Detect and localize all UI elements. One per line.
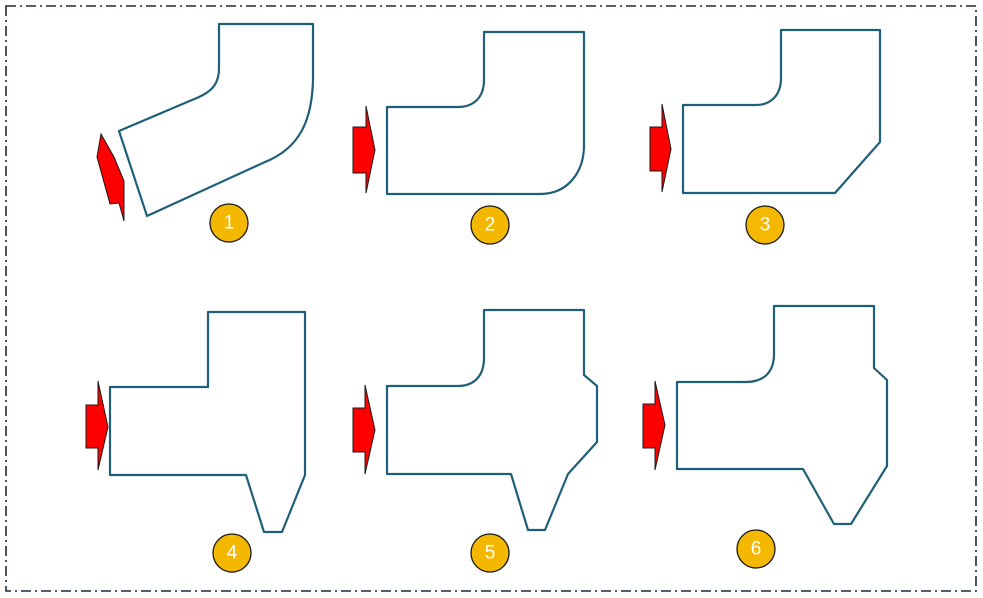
badge-3-label: 3 bbox=[760, 215, 771, 236]
arrow-6-icon bbox=[642, 380, 666, 471]
badge-4: 4 bbox=[212, 533, 252, 573]
shape-6: 6 bbox=[642, 304, 889, 569]
badge-4-circle bbox=[212, 533, 252, 573]
badge-5: 5 bbox=[470, 533, 510, 573]
badge-6-label: 6 bbox=[751, 539, 762, 560]
shape-3-outline bbox=[681, 28, 882, 195]
arrow-2-icon bbox=[352, 105, 376, 194]
arrow-1-icon bbox=[96, 132, 125, 222]
shape-6-outline bbox=[675, 304, 889, 526]
arrow-3-icon bbox=[649, 103, 672, 193]
badge-1: 1 bbox=[209, 203, 249, 243]
arrow-4-icon bbox=[85, 380, 109, 471]
shape-3: 3 bbox=[649, 28, 882, 245]
badge-5-label: 5 bbox=[485, 543, 496, 564]
shape-5-outline bbox=[385, 308, 599, 532]
badge-4-label: 4 bbox=[227, 543, 238, 564]
shape-5: 5 bbox=[352, 308, 599, 573]
badge-2-circle bbox=[470, 205, 510, 245]
badge-6: 6 bbox=[736, 529, 776, 569]
badge-1-label: 1 bbox=[224, 213, 235, 234]
badge-3: 3 bbox=[745, 205, 785, 245]
arrow-5-icon bbox=[352, 384, 376, 475]
shape-4: 4 bbox=[85, 310, 307, 573]
badge-2-label: 2 bbox=[485, 215, 496, 236]
shape-2-outline bbox=[385, 30, 586, 196]
badge-5-circle bbox=[470, 533, 510, 573]
badge-1-circle bbox=[209, 203, 249, 243]
badge-2: 2 bbox=[470, 205, 510, 245]
dashdot-frame bbox=[5, 5, 977, 592]
shape-4-outline bbox=[108, 310, 307, 534]
badge-3-circle bbox=[745, 205, 785, 245]
shape-2: 2 bbox=[352, 30, 586, 245]
badge-6-circle bbox=[736, 529, 776, 569]
shape-1-outline bbox=[117, 22, 315, 218]
shape-1: 1 bbox=[96, 22, 315, 243]
